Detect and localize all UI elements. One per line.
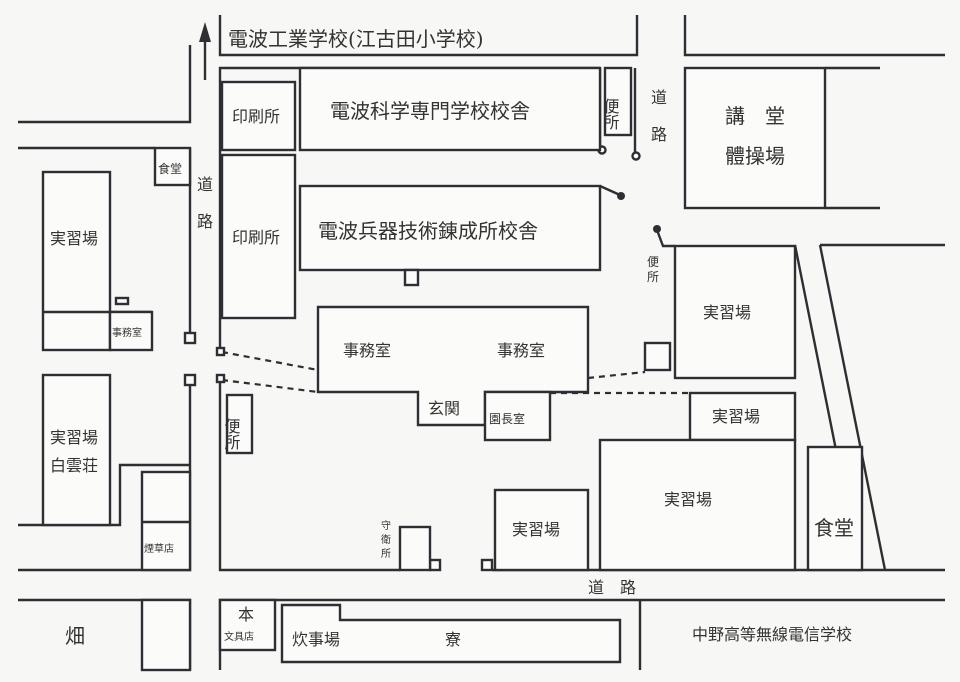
building-field-shed xyxy=(140,598,192,672)
building-auditorium xyxy=(683,66,827,210)
label-office-small: 事務室 xyxy=(112,326,142,339)
label-printing-1: 印刷所 xyxy=(232,107,280,126)
label-guard-3: 所 xyxy=(381,548,391,560)
label-toilet-left: 便所 xyxy=(222,418,241,450)
building-workshop-left xyxy=(41,170,112,352)
label-road-bottom: 道 路 xyxy=(588,578,636,597)
label-printing-2: 印刷所 xyxy=(232,228,280,247)
label-entrance: 玄関 xyxy=(428,399,460,418)
building-science-school xyxy=(298,66,602,152)
label-book-2: 文具店 xyxy=(224,630,254,643)
label-science-school: 電波科学専門学校校舎 xyxy=(330,99,530,123)
label-road-top-1: 道 xyxy=(651,88,667,107)
label-hakuun-1: 実習場 xyxy=(50,428,98,447)
building-annex xyxy=(403,268,420,287)
label-workshop-right: 実習場 xyxy=(703,303,751,322)
small-hut xyxy=(643,341,672,372)
label-canteen-small: 食堂 xyxy=(158,161,182,176)
label-road-left-2: 路 xyxy=(197,212,213,231)
building-dormitory xyxy=(280,603,622,664)
gate-posts xyxy=(183,68,675,572)
label-office-2: 事務室 xyxy=(497,341,545,360)
building-director-room xyxy=(483,390,552,442)
building-printing-2 xyxy=(220,153,297,320)
label-nakano-school: 中野高等無線電信学校 xyxy=(692,625,852,644)
building-workshop-small xyxy=(493,488,590,572)
label-road-left-1: 道 xyxy=(197,175,213,194)
building-toilet-top xyxy=(603,66,633,137)
building-printing-1 xyxy=(220,80,297,152)
label-workshop-mid: 実習場 xyxy=(712,407,760,426)
label-hakuun-2: 白雲荘 xyxy=(50,456,98,475)
building-canteen xyxy=(806,445,864,572)
label-office-1: 事務室 xyxy=(343,341,391,360)
label-kitchen: 炊事場 xyxy=(292,630,340,649)
label-guard-1: 守 xyxy=(381,519,391,532)
label-director-room: 園長室 xyxy=(489,411,525,426)
building-bookshop xyxy=(218,598,277,652)
label-tobacco: 煙草店 xyxy=(144,542,174,555)
building-workshop-right xyxy=(673,244,797,380)
label-workshop-left: 実習場 xyxy=(50,229,98,248)
label-toilet-right-2: 所 xyxy=(647,270,659,284)
north-arrow-icon xyxy=(199,22,211,80)
label-workshop-big: 実習場 xyxy=(664,490,712,509)
label-canteen: 食堂 xyxy=(814,516,854,540)
label-workshop-small: 実習場 xyxy=(512,520,560,539)
building-office-small xyxy=(108,310,154,352)
label-road-top-2: 路 xyxy=(651,125,667,144)
building-weapons-school xyxy=(298,184,602,272)
building-guardhouse xyxy=(398,525,432,572)
building-workshop-mid xyxy=(688,391,797,442)
building-canteen-small xyxy=(153,146,192,187)
label-toilet-top: 便所 xyxy=(601,98,620,130)
building-toilet-left xyxy=(225,393,254,455)
label-north-school: 電波工業学校(江古田小学校) xyxy=(228,27,484,51)
label-dormitory: 寮 xyxy=(445,630,461,649)
label-weapons-school: 電波兵器技術錬成所校舎 xyxy=(318,219,538,243)
label-auditorium-2: 體操場 xyxy=(725,144,785,168)
label-auditorium-1: 講 堂 xyxy=(725,104,785,128)
building-hakuun xyxy=(41,373,112,527)
building-workshop-big xyxy=(598,438,797,572)
label-guard-2: 衛 xyxy=(381,533,391,546)
label-field: 畑 xyxy=(65,624,85,648)
small-shed xyxy=(114,296,130,306)
label-toilet-right-1: 便 xyxy=(647,255,659,269)
label-book-1: 本 xyxy=(238,605,254,624)
